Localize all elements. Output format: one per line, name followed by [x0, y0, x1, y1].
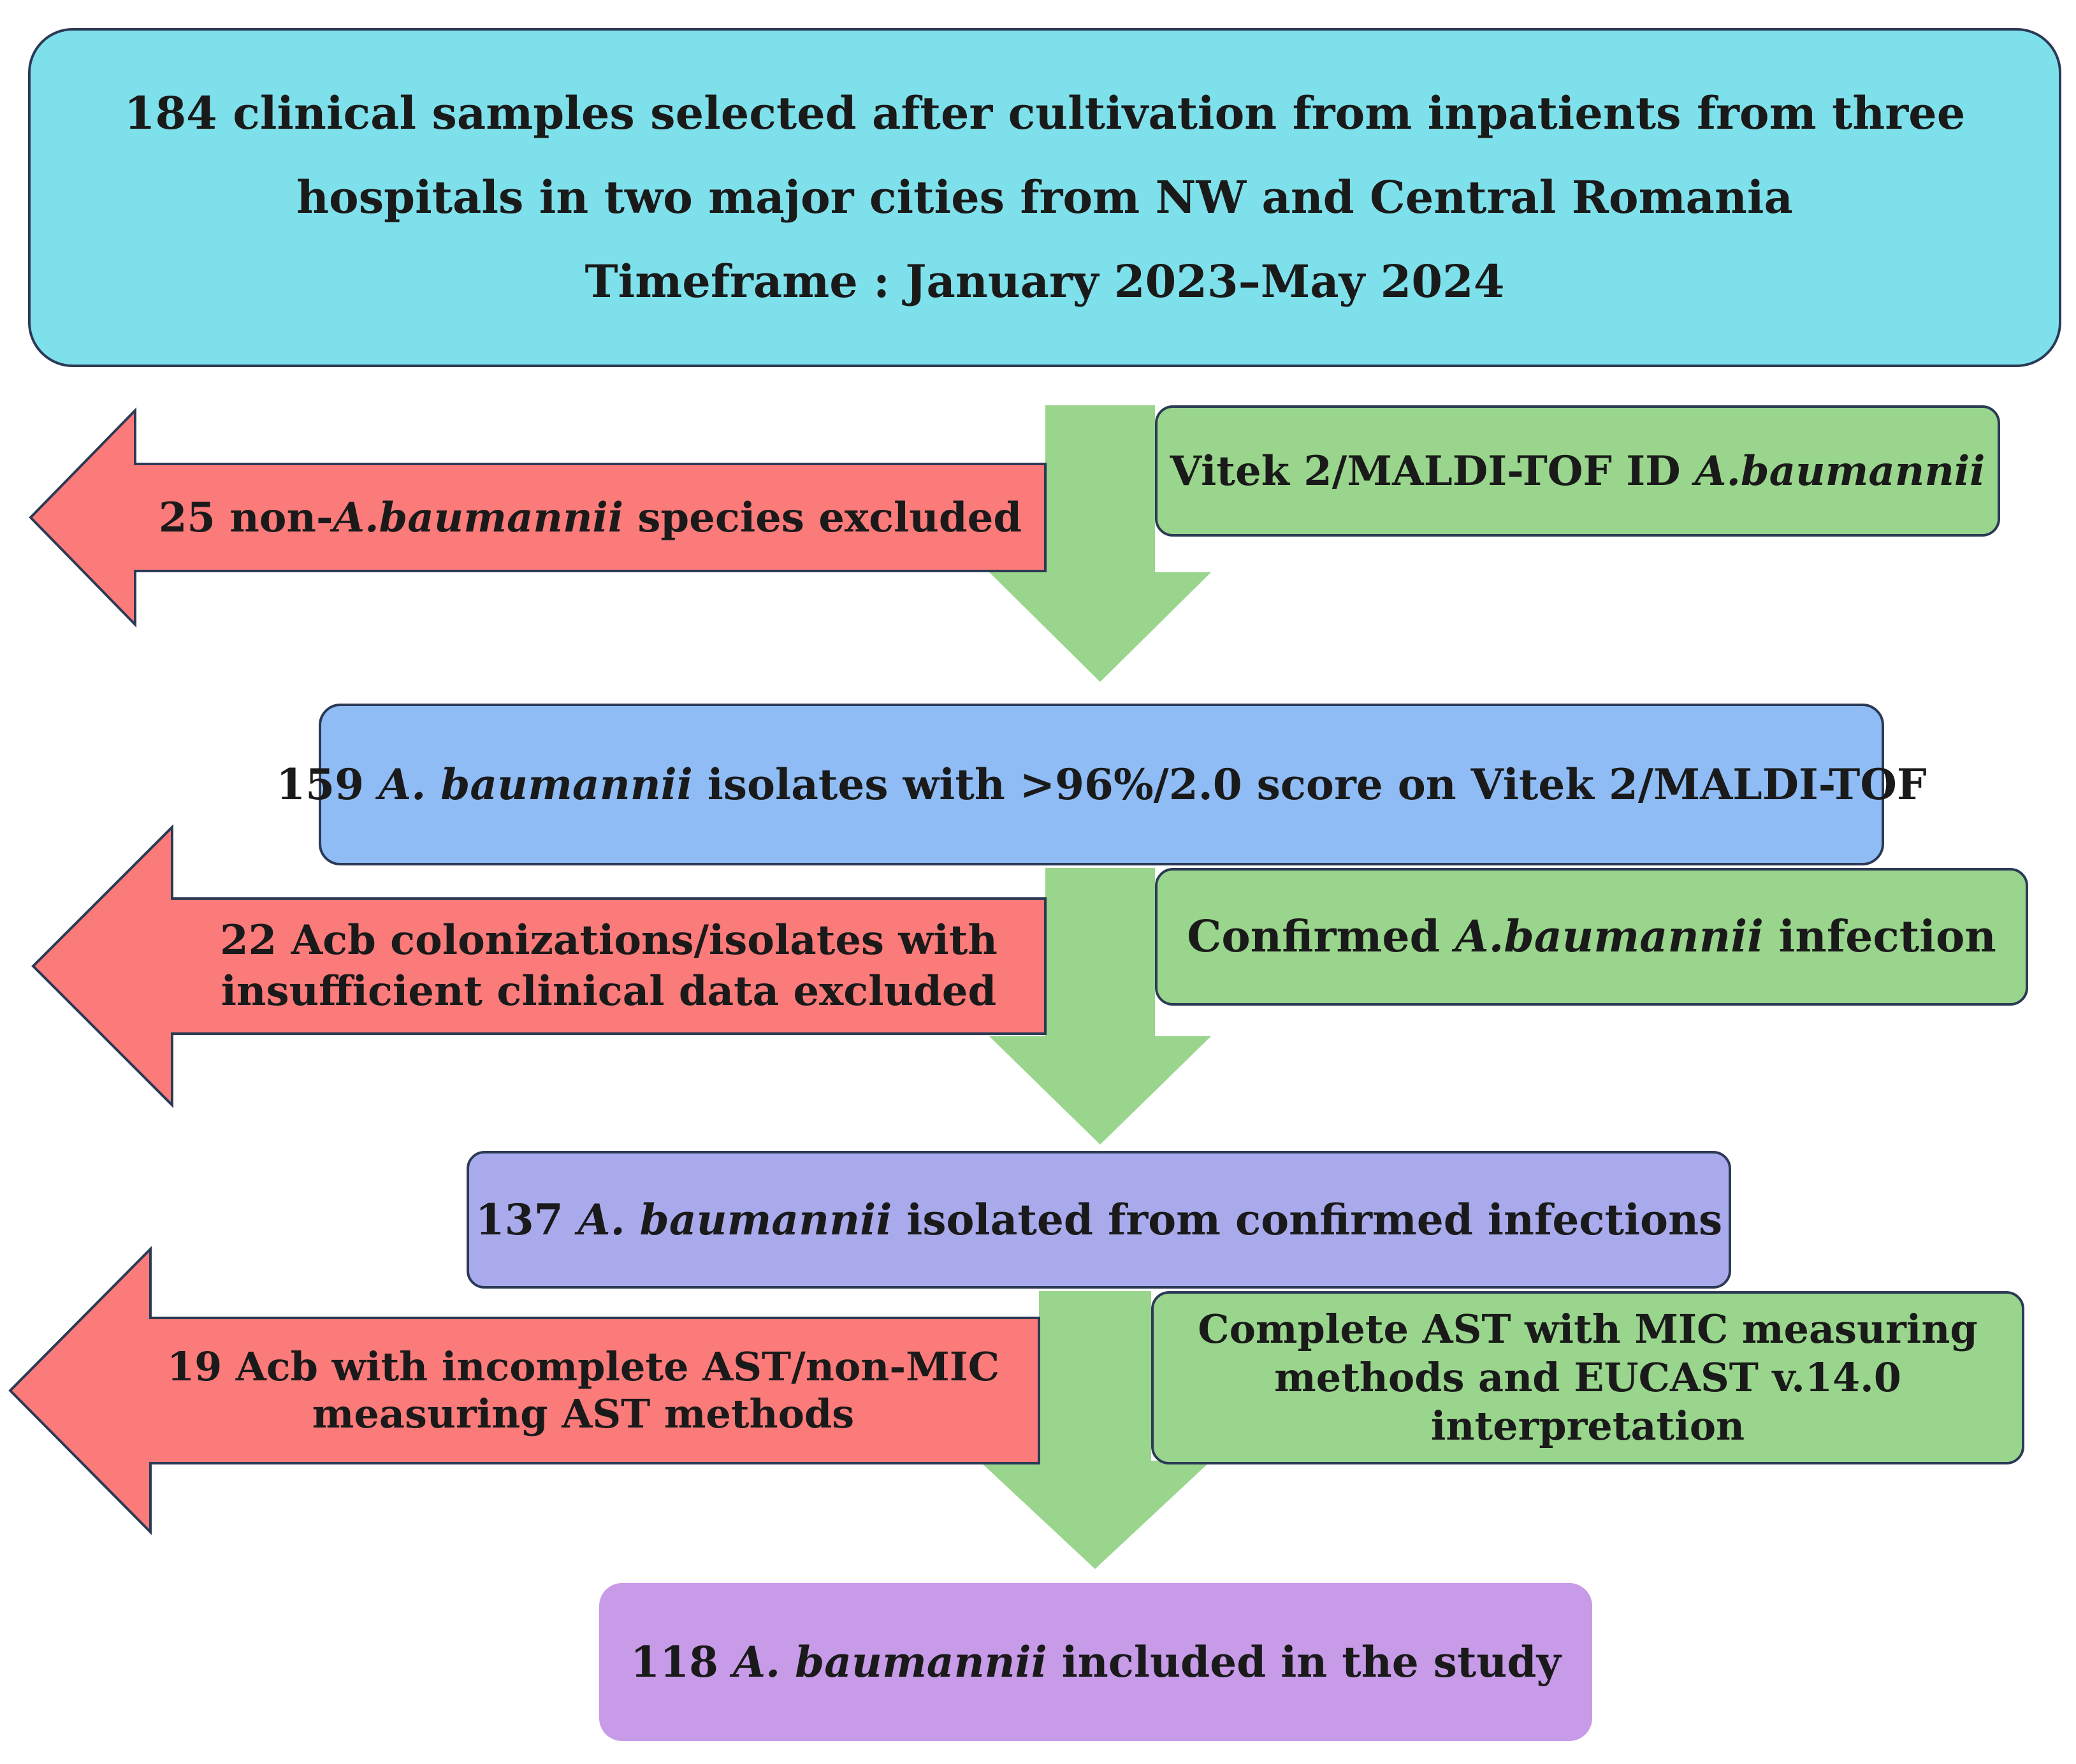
box-159-prefix: 159 [276, 760, 379, 809]
criteria-box-1: Vitek 2/MALDI-TOF ID A.baumannii [1155, 405, 2000, 537]
excluded-label-3: 19 Acb with incomplete AST/non-MIC measu… [127, 1318, 1039, 1463]
top-summary-box: 184 clinical samples selected after cult… [28, 28, 2061, 367]
left-arrow-1 [29, 407, 1047, 628]
criteria-1-species: A.baumannii [1694, 447, 1985, 495]
box-137-suffix: isolated from confirmed infections [892, 1195, 1723, 1245]
box-159-text: 159 A. baumannii isolates with >96%/2.0 … [276, 760, 1926, 809]
box-137-species: A. baumannii [577, 1195, 892, 1245]
down-arrow-3 [979, 1291, 1211, 1569]
down-arrow-2 [989, 868, 1211, 1145]
criteria-2-species: A.baumannii [1455, 911, 1764, 962]
box-159-species: A. baumannii [379, 760, 693, 809]
box-137-isolates: 137 A. baumannii isolated from confirmed… [467, 1151, 1731, 1289]
excluded-1-species: A.baumannii [333, 493, 624, 542]
box-159-suffix: isolates with >96%/2.0 score on Vitek 2/… [692, 760, 1927, 809]
left-arrow-3 [8, 1246, 1040, 1535]
criteria-3-line-3: interpretation [1430, 1403, 1745, 1449]
excluded-2-line-1: 22 Acb colonizations/isolates with [220, 916, 998, 964]
excluded-3-line-1: 19 Acb with incomplete AST/non-MIC [166, 1343, 1000, 1390]
criteria-2-prefix: Confirmed [1187, 911, 1455, 962]
top-box-line-1: 184 clinical samples selected after cult… [124, 87, 1966, 140]
criteria-2-suffix: infection [1763, 911, 1996, 962]
down-arrow-1 [989, 405, 1211, 682]
criteria-3-line-1: Complete AST with MIC measuring [1198, 1306, 1978, 1352]
excluded-2-line-2: insufficient clinical data excluded [221, 967, 997, 1015]
top-box-line-2: hospitals in two major cities from NW an… [296, 171, 1793, 224]
excluded-label-1: 25 non-A.baumannii species excluded [135, 464, 1045, 571]
criteria-1-text: Vitek 2/MALDI-TOF ID A.baumannii [1170, 447, 1985, 495]
box-137-text: 137 A. baumannii isolated from confirmed… [475, 1195, 1722, 1245]
excluded-1-text: 25 non-A.baumannii species excluded [159, 494, 1022, 542]
criteria-box-2: Confirmed A.baumannii infection [1155, 868, 2028, 1006]
excluded-1-suffix: species excluded [623, 493, 1022, 542]
box-118-suffix: included in the study [1047, 1637, 1561, 1687]
box-137-prefix: 137 [475, 1195, 578, 1245]
box-118-text: 118 A. baumannii included in the study [630, 1637, 1561, 1687]
left-arrow-2 [31, 824, 1047, 1108]
criteria-2-text: Confirmed A.baumannii infection [1187, 911, 1996, 962]
excluded-3-line-2: measuring AST methods [312, 1391, 855, 1437]
box-118-included: 118 A. baumannii included in the study [599, 1583, 1592, 1741]
criteria-box-3: Complete AST with MIC measuring methods … [1151, 1291, 2024, 1464]
box-118-prefix: 118 [630, 1637, 733, 1687]
box-159-isolates: 159 A. baumannii isolates with >96%/2.0 … [276, 704, 1927, 865]
excluded-1-prefix: 25 non- [158, 493, 333, 542]
criteria-1-plain: Vitek 2/MALDI-TOF ID [1170, 447, 1695, 495]
top-box-line-3: Timeframe : January 2023–May 2024 [584, 255, 1505, 308]
criteria-3-line-2: methods and EUCAST v.14.0 [1274, 1354, 1901, 1401]
excluded-label-2: 22 Acb colonizations/isolates with insuf… [172, 899, 1045, 1034]
box-118-species: A. baumannii [732, 1637, 1047, 1687]
